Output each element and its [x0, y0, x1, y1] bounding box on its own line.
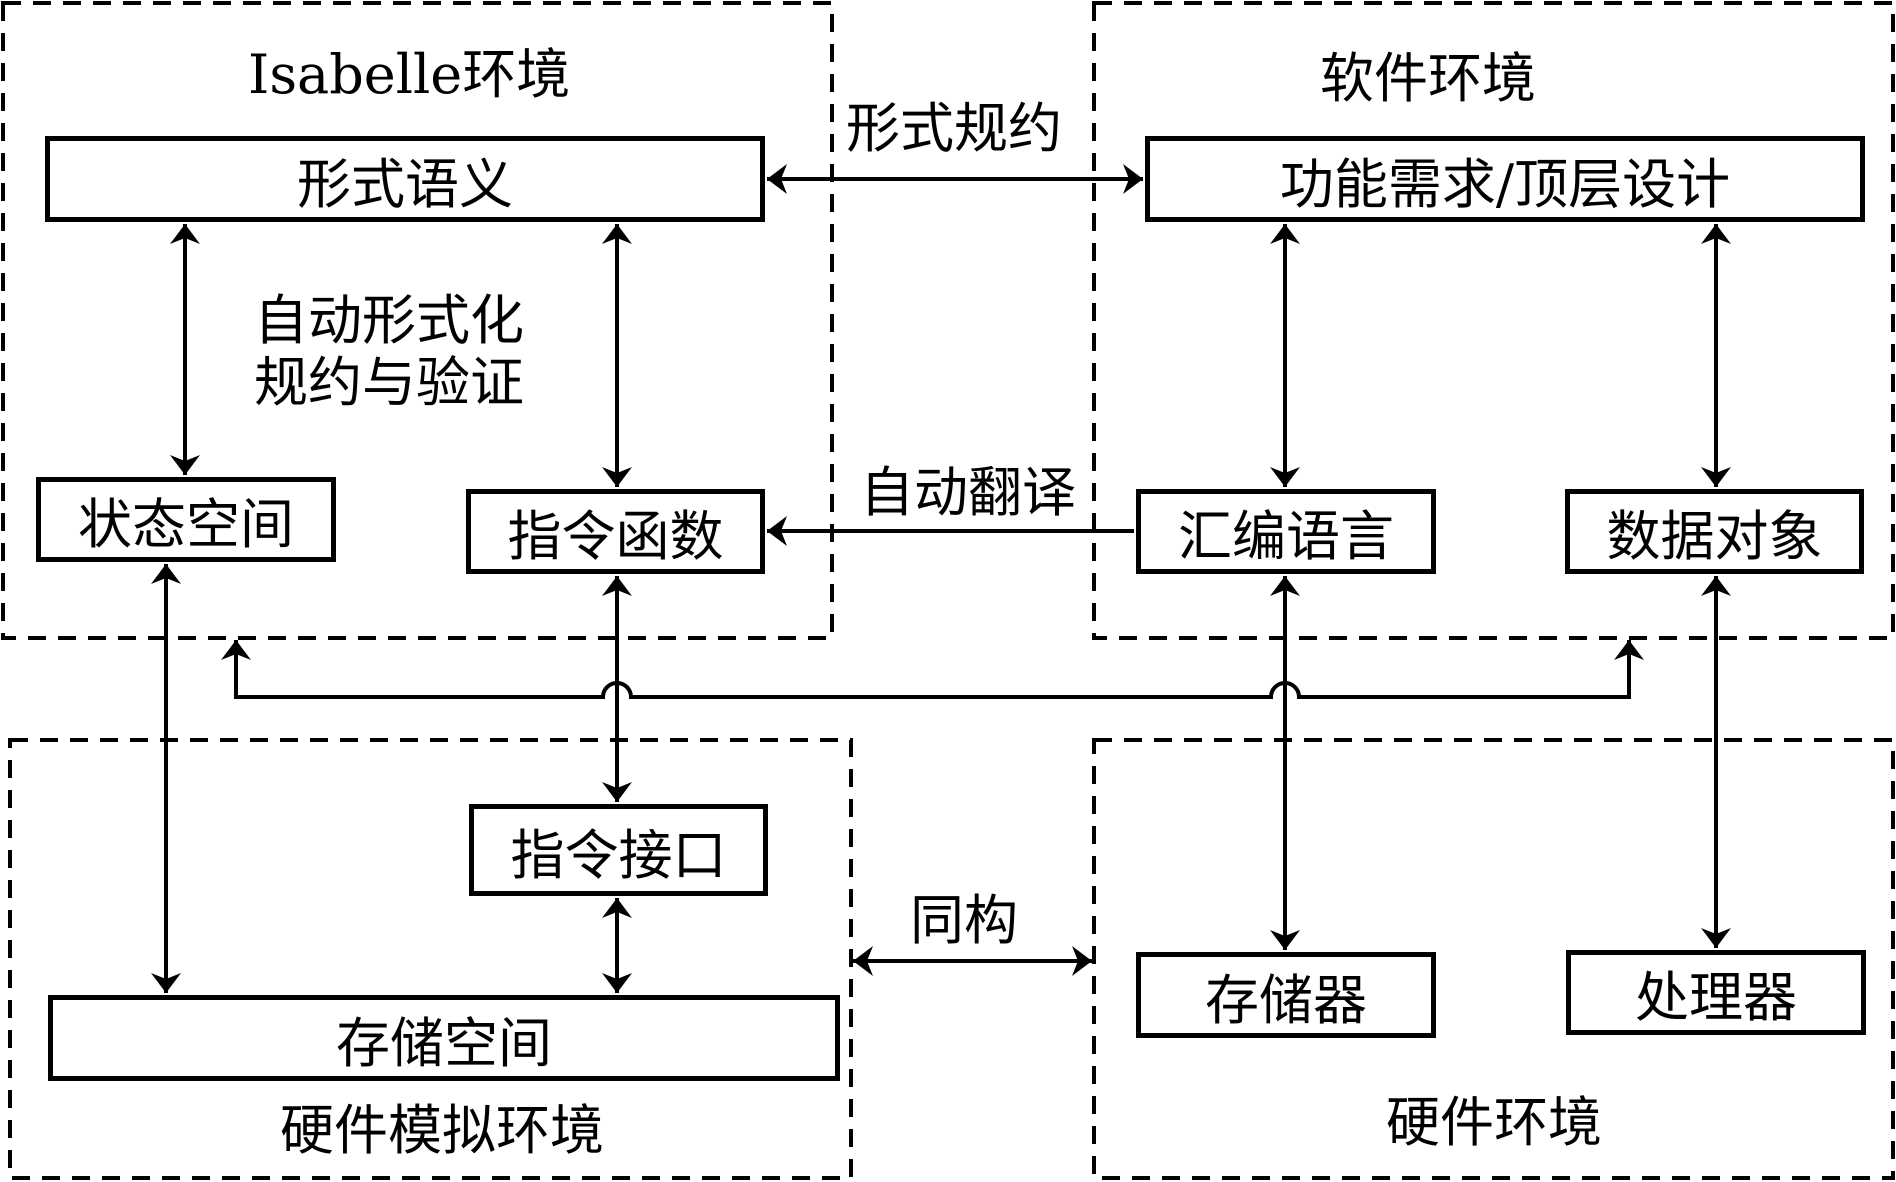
box-instr-func: 指令函数 [466, 489, 765, 574]
box-memory: 存储器 [1136, 952, 1436, 1038]
connector-feedback [221, 640, 1644, 699]
label-auto-formal-line1: 自动形式化 [254, 289, 524, 352]
region-hardware-title: 硬件环境 [1386, 1091, 1602, 1154]
label-auto-translate: 自动翻译 [860, 461, 1076, 524]
box-label: 数据对象 [1606, 505, 1823, 568]
box-state-space: 状态空间 [36, 477, 336, 562]
box-processor: 处理器 [1566, 950, 1866, 1035]
label-auto-formal-line2: 规约与验证 [254, 351, 524, 415]
box-label: 汇编语言 [1178, 505, 1394, 568]
box-requirements: 功能需求/顶层设计 [1145, 136, 1865, 222]
region-software-title: 软件环境 [1320, 47, 1536, 110]
box-formal-semantics: 形式语义 [45, 136, 765, 222]
box-data-object: 数据对象 [1565, 489, 1864, 574]
box-label: 指令函数 [507, 505, 724, 568]
box-assembly: 汇编语言 [1136, 489, 1436, 574]
box-label: 存储空间 [336, 1011, 552, 1075]
box-label: 形式语义 [297, 152, 513, 216]
box-label: 状态空间 [78, 493, 294, 556]
box-label: 指令接口 [510, 823, 727, 887]
box-storage-space: 存储空间 [48, 995, 840, 1081]
box-instr-interface: 指令接口 [469, 804, 768, 896]
box-label: 处理器 [1635, 966, 1797, 1029]
label-isomorphism: 同构 [910, 889, 1018, 952]
region-hardware-border [1092, 738, 1895, 1180]
region-hwsim-title: 硬件模拟环境 [280, 1099, 604, 1162]
box-label: 存储器 [1205, 968, 1367, 1032]
region-software-border [1092, 1, 1895, 640]
region-isabelle-border [1, 1, 834, 640]
region-hwsim-border [8, 738, 853, 1180]
region-isabelle-title: Isabelle环境 [248, 43, 571, 106]
label-auto-formal: 自动形式化 规约与验证 [254, 289, 524, 415]
label-formal-spec: 形式规约 [846, 97, 1062, 160]
box-label: 功能需求/顶层设计 [1279, 152, 1731, 216]
